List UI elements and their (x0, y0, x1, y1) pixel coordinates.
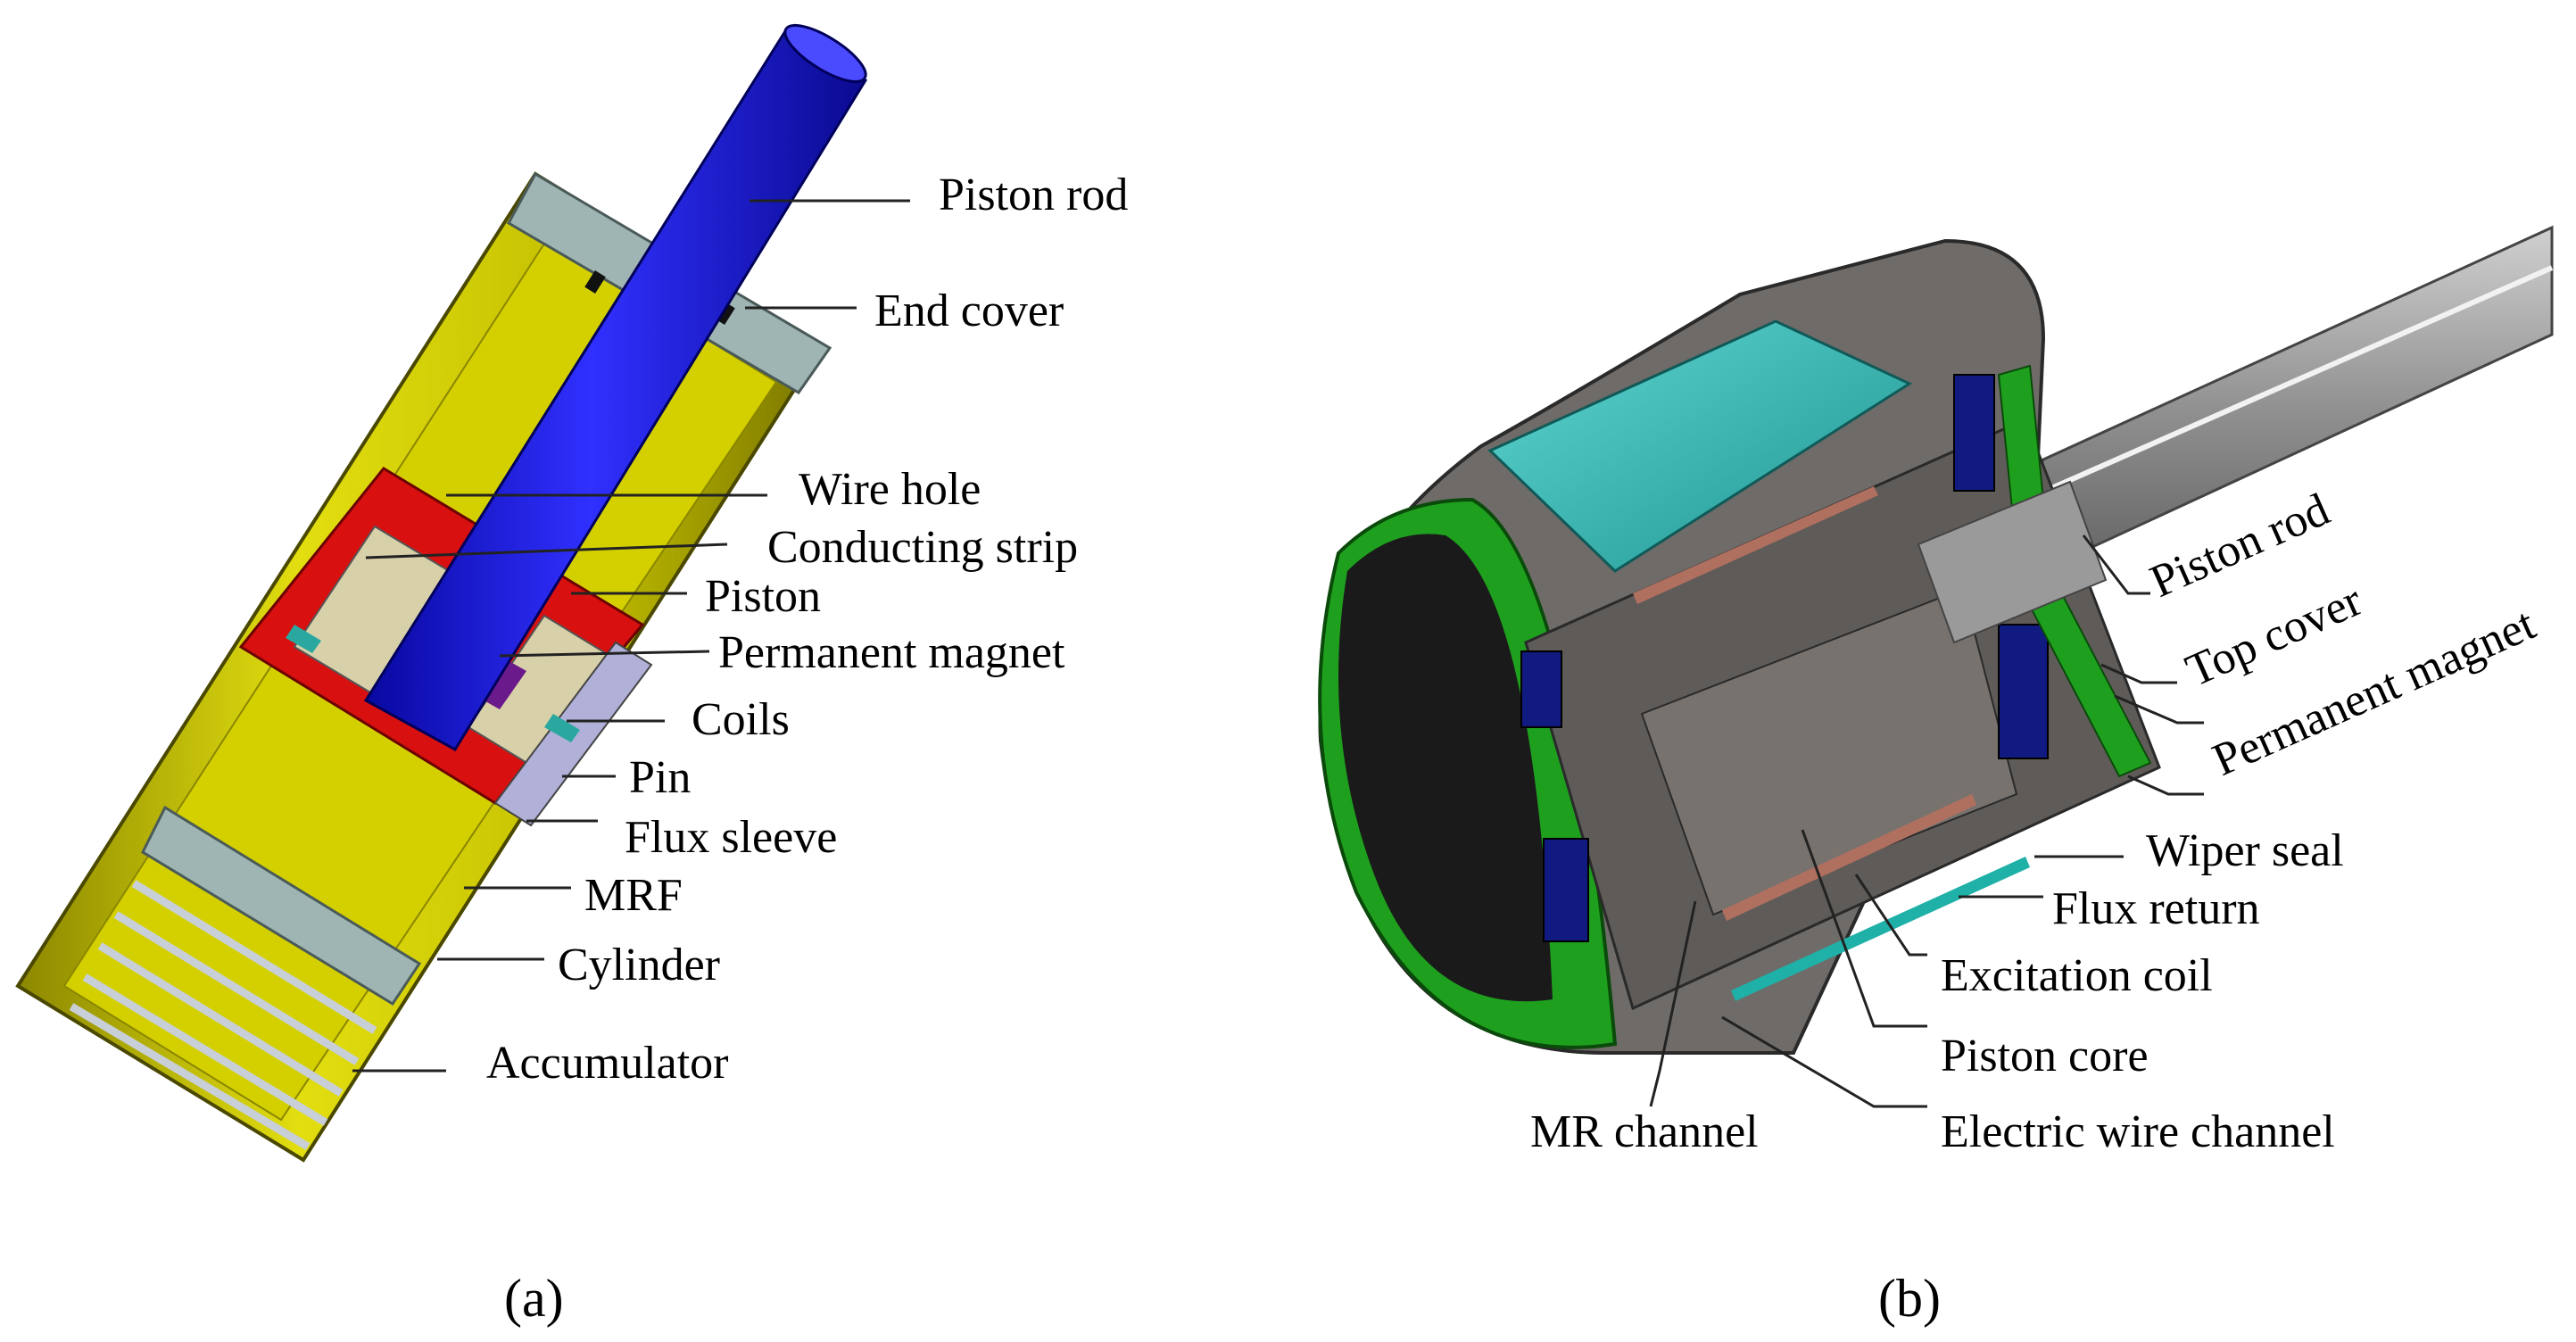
piston-rod-end (783, 23, 867, 84)
label-a-accumulator: Accumulator (486, 1038, 728, 1089)
piston-rod-b-groove (2024, 265, 2554, 502)
magnet-b (1953, 374, 1995, 492)
end-face-dark (1338, 534, 1553, 1002)
pin-part (286, 625, 321, 653)
excitation-coil-part (1722, 794, 1976, 921)
magnet-b (1520, 650, 1562, 728)
label-b-mr-channel: MR channel (1530, 1106, 1759, 1157)
panel-a-drawing (15, 23, 868, 1163)
accumulator-springs (69, 880, 377, 1150)
label-b-wiper-seal: Wiper seal (2146, 825, 2344, 876)
panel-a-leaders (352, 199, 910, 1073)
label-a-cylinder: Cylinder (558, 940, 720, 990)
label-a-piston: Piston (705, 571, 821, 622)
label-a-piston-rod: Piston rod (939, 170, 1128, 220)
panel-b-drawing (1318, 225, 2554, 1055)
label-b-flux-return: Flux return (2052, 883, 2260, 934)
pin-part (544, 714, 580, 742)
excitation-coil-part (1633, 486, 1878, 604)
label-a-conducting-strip: Conducting strip (767, 522, 1078, 573)
label-b-piston-core: Piston core (1941, 1031, 2149, 1081)
label-a-wire-hole: Wire hole (799, 464, 981, 515)
label-a-flux-sleeve: Flux sleeve (625, 812, 837, 863)
magnet-b (1543, 838, 1589, 942)
label-a-coils: Coils (692, 694, 790, 745)
accumulator-cap (141, 805, 422, 1006)
wire-channel-part (1731, 857, 2030, 1001)
label-a-pin: Pin (629, 752, 691, 803)
flux-sleeve-b (1487, 319, 1913, 573)
caption-b: (b) (1878, 1269, 1941, 1328)
label-a-permanent-magnet: Permanent magnet (718, 627, 1065, 678)
end-cover-seal (584, 269, 606, 294)
label-b-excitation-coil: Excitation coil (1941, 950, 2213, 1001)
magnet-b (1998, 624, 2049, 759)
panel-a-labels: Piston rod End cover Wire hole Conductin… (486, 170, 1128, 1328)
label-a-mrf: MRF (584, 870, 683, 921)
panel-b-leaders (1649, 534, 2204, 1108)
caption-a: (a) (504, 1269, 564, 1328)
label-a-end-cover: End cover (874, 286, 1064, 336)
piston-core-part (1640, 587, 2018, 916)
label-b-electric-wire-channel: Electric wire channel (1941, 1106, 2335, 1157)
piston-rod-b-inner (1917, 480, 2108, 644)
